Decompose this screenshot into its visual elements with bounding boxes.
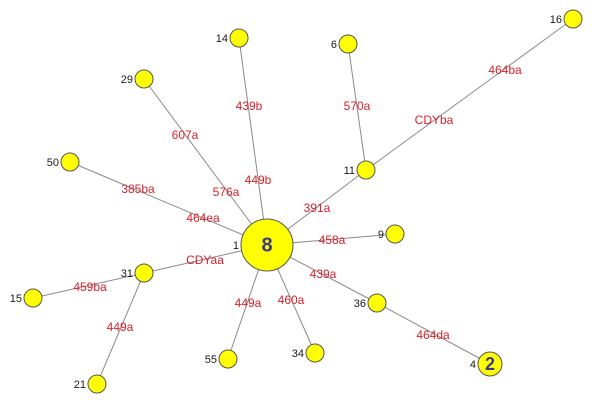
node-id-label: 36 xyxy=(354,298,366,310)
edge-1-29 xyxy=(143,78,268,246)
edge-mutation-label: 458a xyxy=(319,233,346,247)
node-15[interactable]: 15 xyxy=(10,288,43,308)
node-id-label: 14 xyxy=(216,33,228,45)
edge-mutation-label: 439a xyxy=(310,267,337,281)
node-circle[interactable] xyxy=(87,374,107,394)
node-circle[interactable] xyxy=(218,349,238,369)
edge-mutation-label: 449b xyxy=(245,173,272,187)
node-circle[interactable] xyxy=(356,160,376,180)
edge-mutation-label: 459ba xyxy=(73,280,107,294)
edge-mutation-label: 570a xyxy=(344,99,371,113)
node-55[interactable]: 55 xyxy=(205,349,238,369)
node-circle[interactable] xyxy=(367,293,387,313)
node-circle[interactable] xyxy=(477,351,503,377)
edge-mutation-label: 464ea xyxy=(186,211,220,225)
node-21[interactable]: 21 xyxy=(74,374,107,394)
edge-1-50 xyxy=(69,161,268,246)
node-circle[interactable] xyxy=(229,28,249,48)
node-50[interactable]: 50 xyxy=(47,152,80,172)
node-34[interactable]: 34 xyxy=(292,343,325,363)
node-6[interactable]: 6 xyxy=(331,34,358,54)
node-id-label: 55 xyxy=(205,354,217,366)
node-14[interactable]: 14 xyxy=(216,28,249,48)
edge-mutation-label: CDYba xyxy=(415,113,454,127)
node-id-label: 29 xyxy=(121,74,133,86)
node-11[interactable]: 11 xyxy=(344,160,376,180)
node-circle[interactable] xyxy=(134,263,154,283)
node-29[interactable]: 29 xyxy=(121,69,154,89)
node-circle[interactable] xyxy=(134,69,154,89)
edge-mutation-label: 576a xyxy=(213,185,240,199)
edge-mutation-label: 391a xyxy=(304,201,331,215)
node-id-label: 6 xyxy=(331,39,337,51)
node-circle[interactable] xyxy=(60,152,80,172)
node-count-label: 2 xyxy=(485,354,495,374)
node-36[interactable]: 36 xyxy=(354,293,387,313)
node-circle[interactable] xyxy=(305,343,325,363)
node-circle[interactable] xyxy=(240,218,294,272)
edge-11-6 xyxy=(347,43,367,171)
node-9[interactable]: 9 xyxy=(378,224,405,244)
node-16[interactable]: 16 xyxy=(550,9,583,29)
node-circle[interactable] xyxy=(385,224,405,244)
edge-mutation-label: 439b xyxy=(236,99,263,113)
node-id-label: 16 xyxy=(550,14,562,26)
edge-mutation-label: 449a xyxy=(107,320,134,334)
node-circle[interactable] xyxy=(23,288,43,308)
node-31[interactable]: 31 xyxy=(121,263,154,283)
node-id-label: 15 xyxy=(10,293,22,305)
edge-mutation-label: CDYaa xyxy=(186,253,224,267)
edge-31-21 xyxy=(96,272,145,385)
node-id-label: 50 xyxy=(47,157,59,169)
edge-mutation-label: 607a xyxy=(172,128,199,142)
node-id-label: 4 xyxy=(470,359,476,371)
edge-36-4 xyxy=(376,302,491,365)
edge-11-16 xyxy=(365,18,574,171)
edge-mutation-label: 385ba xyxy=(121,182,155,196)
node-id-label: 11 xyxy=(344,165,355,177)
node-id-label: 21 xyxy=(74,379,86,391)
node-id-label: 1 xyxy=(233,240,239,252)
edge-mutation-label: 464ba xyxy=(488,63,522,77)
edge-mutation-label: 460a xyxy=(278,293,305,307)
node-count-label: 8 xyxy=(261,234,272,256)
node-id-label: 31 xyxy=(121,268,133,280)
edge-31-15 xyxy=(32,272,145,299)
edge-mutation-label: 449a xyxy=(235,296,262,310)
node-id-label: 9 xyxy=(378,229,384,241)
node-circle[interactable] xyxy=(338,34,358,54)
edge-1-14 xyxy=(238,37,268,246)
node-circle[interactable] xyxy=(563,9,583,29)
node-id-label: 34 xyxy=(292,348,304,360)
edge-mutation-label: 464da xyxy=(416,328,450,342)
